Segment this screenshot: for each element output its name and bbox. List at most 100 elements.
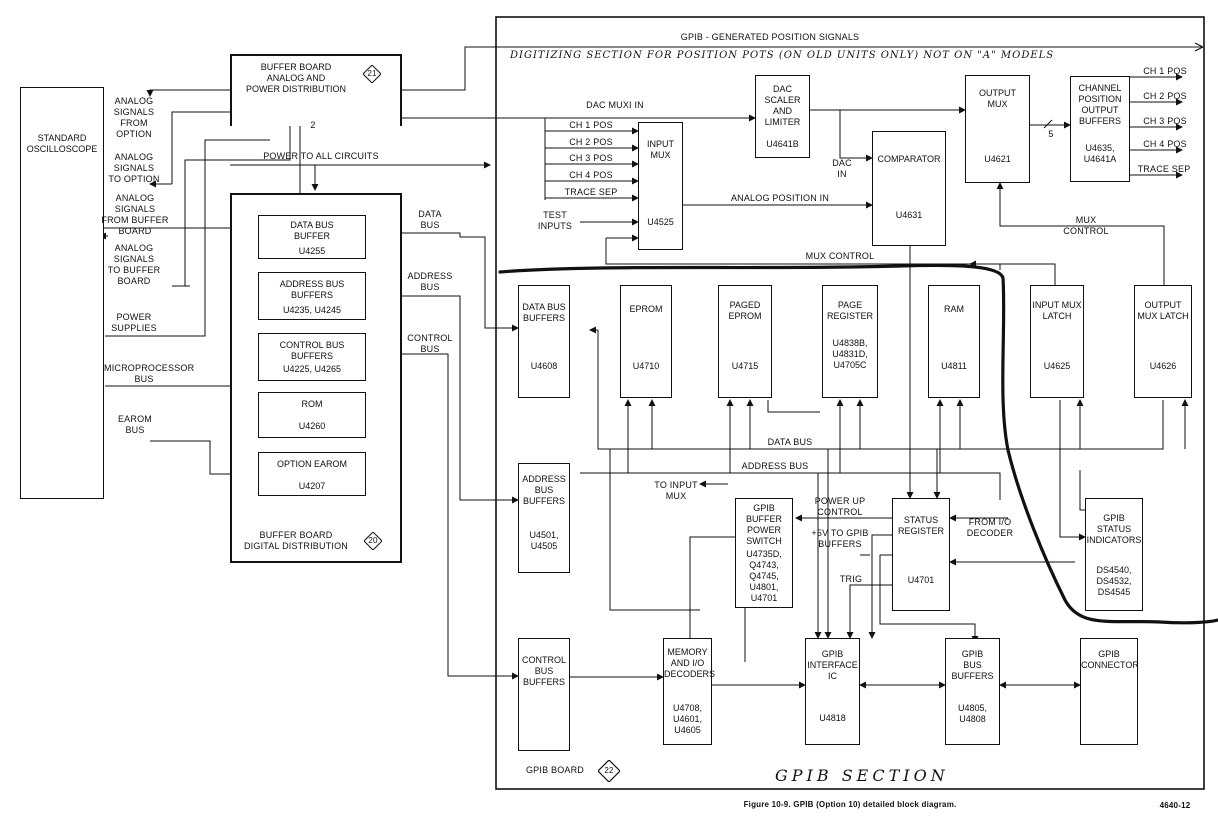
dac-in: DAC IN (832, 158, 852, 179)
option-earom-box: OPTION EAROM U4207 (258, 452, 366, 496)
dac-scaler-box: DAC SCALER AND LIMITER U4641B (755, 75, 810, 158)
output-mux-box: OUTPUT MUX U4621 (965, 75, 1030, 183)
box-ref: U4625 (1043, 361, 1071, 371)
ch4-output: CH 4 POS (1143, 139, 1187, 149)
output-mux-latch-box: OUTPUT MUX LATCH U4626 (1134, 285, 1192, 398)
box-name: GPIB INTERFACE IC (807, 649, 858, 681)
data-bus-buffer-box: DATA BUS BUFFER U4255 (258, 215, 366, 259)
box-ref: U4525 (647, 217, 674, 227)
paged-eprom-box: PAGED EPROM U4715 (718, 285, 772, 398)
box-name: DAC SCALER AND LIMITER (764, 84, 801, 127)
ch1-output: CH 1 POS (1143, 66, 1187, 76)
box-ref: U4818 (819, 713, 846, 723)
bus-label-address: ADDRESS BUS (407, 271, 453, 292)
address-bus-label: ADDRESS BUS (741, 461, 809, 471)
oscilloscope-box: STANDARD OSCILLOSCOPE (20, 87, 104, 499)
box-ref: U4255 (298, 246, 326, 256)
box-ref: U4207 (298, 481, 326, 491)
box-name: ADDRESS BUS BUFFERS (279, 279, 345, 300)
figure-caption: Figure 10-9. GPIB (Option 10) detailed b… (743, 800, 957, 809)
power-to-all-circuits: POWER TO ALL CIRCUITS (263, 151, 379, 161)
box-ref: U4260 (298, 421, 326, 431)
box-ref: U4641B (766, 139, 799, 149)
power-up-control: POWER UP CONTROL (814, 496, 866, 517)
gpib-generated-signals: GPIB - GENERATED POSITION SIGNALS (680, 32, 860, 42)
box-name: ADDRESS BUS BUFFERS (522, 474, 566, 506)
box-name: DATA BUS BUFFERS (522, 302, 566, 323)
box-ref: U4735D, Q4743, Q4745, U4801, U4701 (746, 549, 782, 603)
digitizing-note: DIGITIZING SECTION FOR POSITION POTS (ON… (510, 50, 1055, 61)
signal-microprocessor-bus: MICROPROCESSOR BUS (104, 363, 195, 384)
box-name: GPIB CONNECTOR (1081, 649, 1139, 670)
bus-label-data: DATA BUS (418, 209, 442, 230)
box-name: ROM (301, 399, 323, 409)
box-ref: U4708, U4601, U4605 (672, 703, 703, 735)
eprom-box: EPROM U4710 (620, 285, 672, 398)
memory-io-decoders-box: MEMORY AND I/O DECODERS U4708, U4601, U4… (663, 638, 716, 745)
box-ref: U4838B, U4831D, U4705C (832, 338, 868, 370)
address-bus-buffers-gpib-box: ADDRESS BUS BUFFERS U4501, U4505 (518, 463, 570, 573)
box-name: GPIB STATUS INDICATORS (1086, 513, 1142, 545)
mux-control-right: MUX CONTROL (1063, 215, 1109, 236)
ram-box: RAM U4811 (928, 285, 980, 398)
box-name: OUTPUT MUX LATCH (1137, 300, 1189, 321)
box-name: CONTROL BUS BUFFERS (279, 340, 345, 361)
box-name: PAGE REGISTER (826, 300, 873, 321)
box-ref: U4225, U4265 (282, 364, 342, 374)
box-ref: U4608 (530, 361, 558, 371)
box-name: PAGED EPROM (728, 300, 762, 321)
status-register-box: STATUS REGISTER U4701 (892, 498, 950, 611)
gpib-status-indicators-box: GPIB STATUS INDICATORS DS4540, DS4532, D… (1085, 498, 1143, 611)
signal-power-supplies: POWER SUPPLIES (111, 312, 157, 333)
trace-sep-output: TRACE SEP (1137, 164, 1191, 174)
rom-box: ROM U4260 (258, 392, 366, 438)
box-ref: U4710 (632, 361, 660, 371)
box-name: STATUS REGISTER (897, 515, 944, 536)
box-name: MEMORY AND I/O DECODERS (664, 647, 716, 679)
plus5v-to-gpib-buffers: +5V TO GPIB BUFFERS (811, 528, 869, 549)
signal-earom-bus: EAROM BUS (117, 414, 152, 435)
gpib-board-label: GPIB BOARD (525, 765, 584, 775)
box-ref: U4715 (731, 361, 759, 371)
gpib-connector-box: GPIB CONNECTOR (1080, 638, 1139, 745)
box-name: EPROM (629, 304, 663, 314)
box-ref: DS4540, DS4532, DS4545 (1096, 565, 1132, 597)
box-name: GPIB BUFFER POWER SWITCH (746, 503, 782, 546)
box-name: CONTROL BUS BUFFERS (521, 655, 566, 687)
gpib-interface-ic-box: GPIB INTERFACE IC U4818 (805, 638, 860, 745)
gpib-bus-buffers-box: GPIB BUS BUFFERS U4805, U4808 (945, 638, 1000, 745)
box-name: RAM (944, 304, 964, 314)
control-bus-buffers-box: CONTROL BUS BUFFERS U4225, U4265 (258, 333, 366, 381)
board-22-number: 22 (604, 766, 614, 775)
signal-analog-to-option: ANALOG SIGNALS TO OPTION (108, 152, 160, 184)
control-bus-buffers-gpib-box: CONTROL BUS BUFFERS (518, 638, 570, 751)
analog-position-in: ANALOG POSITION IN (730, 193, 830, 203)
box-name: CHANNEL POSITION OUTPUT BUFFERS (1078, 83, 1122, 126)
box-ref: U4621 (984, 154, 1011, 164)
box-ref: U4626 (1149, 361, 1177, 371)
box-ref: U4811 (941, 361, 967, 371)
box-ref: U4501, U4505 (529, 530, 559, 551)
ch3-input: CH 3 POS (569, 153, 613, 163)
box-name: DATA BUS BUFFER (290, 220, 334, 241)
trace-sep-input: TRACE SEP (564, 187, 618, 197)
ch1-input: CH 1 POS (569, 120, 613, 130)
ch2-output: CH 2 POS (1143, 91, 1187, 101)
box-ref: U4701 (907, 575, 935, 585)
to-input-mux: TO INPUT MUX (654, 480, 698, 501)
bus-count-5: 5 (1048, 129, 1054, 139)
gpib-buffer-power-switch-box: GPIB BUFFER POWER SWITCH U4735D, Q4743, … (735, 498, 793, 608)
board-21-number: 21 (367, 69, 377, 78)
ch4-input: CH 4 POS (569, 170, 613, 180)
comparator-box: COMPARATOR U4631 (872, 131, 946, 246)
board-22-diamond-icon (598, 760, 620, 782)
mux-control-left: MUX CONTROL (805, 251, 875, 261)
ch3-output: CH 3 POS (1143, 116, 1187, 126)
bus-label-control: CONTROL BUS (407, 333, 453, 354)
buffer-board-digital-title: BUFFER BOARD DIGITAL DISTRIBUTION (243, 530, 348, 551)
box-name: INPUT MUX (647, 139, 674, 160)
buffer-board-analog: BUFFER BOARD ANALOG AND POWER DISTRIBUTI… (230, 54, 402, 126)
test-inputs: TEST INPUTS (537, 210, 573, 231)
box-name: OUTPUT MUX (979, 88, 1016, 109)
